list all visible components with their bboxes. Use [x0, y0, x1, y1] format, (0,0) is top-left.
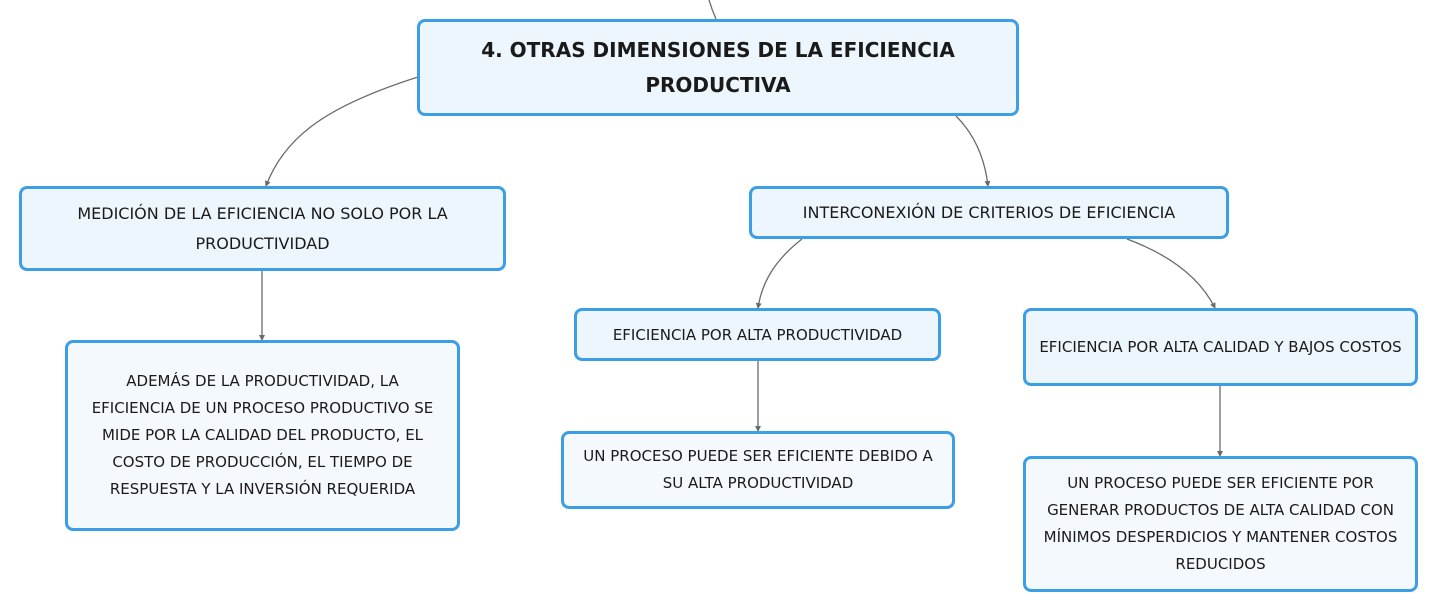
root-topic-node[interactable]: 4. OTRAS DIMENSIONES DE LA EFICIENCIA PR… — [417, 19, 1019, 116]
topic-ademas-productividad[interactable]: ADEMÁS DE LA PRODUCTIVIDAD, LA EFICIENCI… — [65, 340, 460, 531]
connector-root-to-interconexion — [955, 115, 991, 187]
topic-proceso-alta-calidad[interactable]: UN PROCESO PUEDE SER EFICIENTE POR GENER… — [1023, 456, 1418, 592]
connector-root-to-medicion — [264, 76, 419, 187]
root-topic-label: 4. OTRAS DIMENSIONES DE LA EFICIENCIA PR… — [481, 37, 955, 97]
topic-eficiencia-alta-calidad-label: EFICIENCIA POR ALTA CALIDAD Y BAJOS COST… — [1039, 338, 1402, 356]
connector-interconexion-to-alta-productividad — [755, 238, 803, 309]
topic-ademas-productividad-label: ADEMÁS DE LA PRODUCTIVIDAD, LA EFICIENCI… — [91, 372, 434, 498]
topic-interconexion-criterios-label: INTERCONEXIÓN DE CRITERIOS DE EFICIENCIA — [802, 202, 1176, 222]
topic-medicion-eficiencia-label: MEDICIÓN DE LA EFICIENCIA NO SOLO POR LA… — [77, 203, 448, 253]
connector-parent-to-root — [708, 0, 717, 20]
topic-eficiencia-alta-productividad[interactable]: EFICIENCIA POR ALTA PRODUCTIVIDAD — [574, 308, 941, 361]
topic-proceso-alta-calidad-label: UN PROCESO PUEDE SER EFICIENTE POR GENER… — [1043, 474, 1398, 573]
topic-eficiencia-alta-productividad-label: EFICIENCIA POR ALTA PRODUCTIVIDAD — [612, 325, 903, 344]
topic-interconexion-criterios[interactable]: INTERCONEXIÓN DE CRITERIOS DE EFICIENCIA — [749, 186, 1229, 239]
topic-eficiencia-alta-calidad[interactable]: EFICIENCIA POR ALTA CALIDAD Y BAJOS COST… — [1023, 308, 1418, 386]
connector-interconexion-to-alta-calidad — [1126, 238, 1216, 309]
topic-proceso-alta-productividad[interactable]: UN PROCESO PUEDE SER EFICIENTE DEBIDO A … — [561, 431, 955, 509]
topic-medicion-eficiencia[interactable]: MEDICIÓN DE LA EFICIENCIA NO SOLO POR LA… — [19, 186, 506, 271]
topic-proceso-alta-productividad-label: UN PROCESO PUEDE SER EFICIENTE DEBIDO A … — [583, 447, 933, 492]
